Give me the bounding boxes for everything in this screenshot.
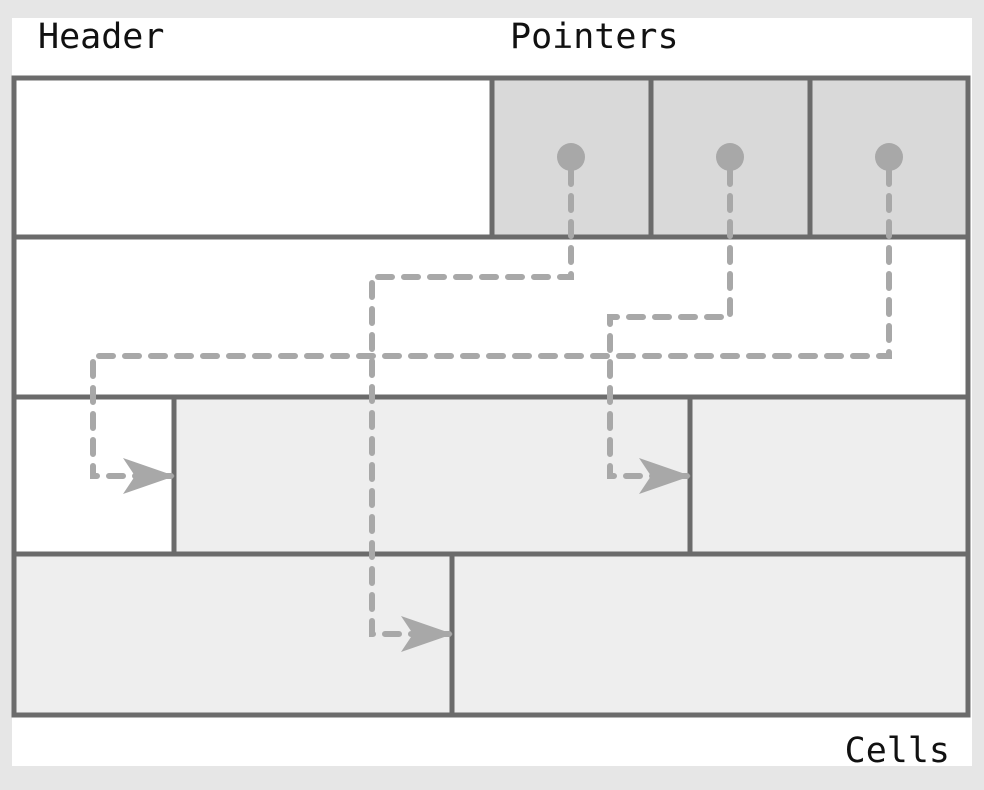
cell-4 xyxy=(11,551,455,718)
pointer-arrow-1 xyxy=(369,167,574,652)
cell-1 xyxy=(449,551,971,718)
cell-2 xyxy=(687,394,971,557)
pointer-dot-2 xyxy=(716,143,744,171)
pointer-dot-3 xyxy=(875,143,903,171)
pointers-label: Pointers xyxy=(510,17,679,57)
pointer-dot-1 xyxy=(557,143,585,171)
pointer-arrow-2 xyxy=(607,167,733,494)
cells-label: Cells xyxy=(845,731,950,771)
header-region xyxy=(11,75,495,240)
pointer-arrow-3 xyxy=(90,167,892,494)
free-space xyxy=(11,234,971,400)
header-label: Header xyxy=(38,17,164,57)
